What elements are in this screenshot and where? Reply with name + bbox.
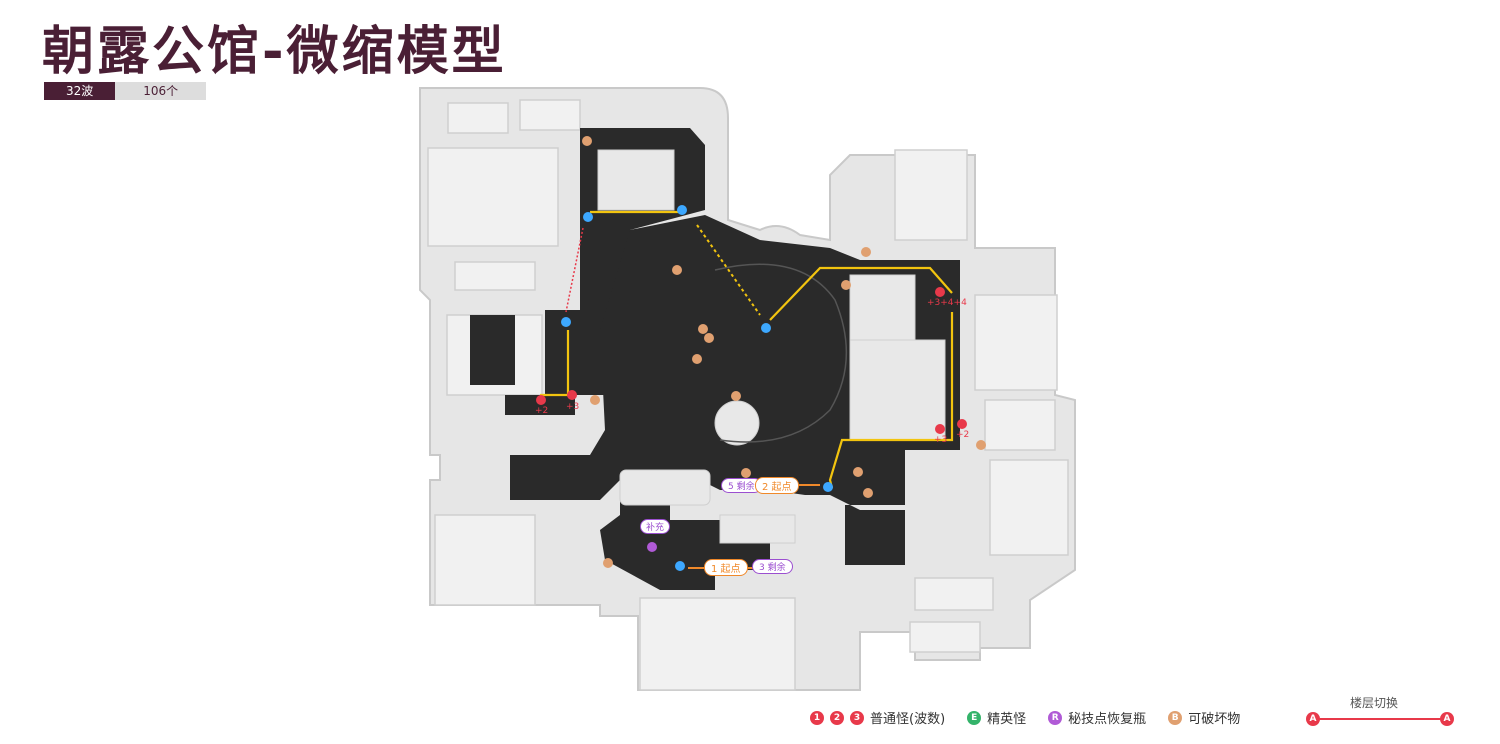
enemy-wave-label: +3 — [934, 435, 948, 445]
breakable-icon — [582, 136, 592, 146]
floor-switch-title: 楼层切换 — [1350, 696, 1399, 710]
breakable-icon — [863, 488, 873, 498]
enemy-wave-label: +2 — [535, 406, 549, 416]
inner-features — [597, 149, 946, 544]
legend-tech-label: 秘技点恢复瓶 — [1068, 712, 1147, 727]
rooms — [427, 99, 1069, 691]
garden-path — [714, 263, 848, 443]
legend-breakable-label: 可破坏物 — [1188, 712, 1241, 727]
start2-tag: 2 起点 — [755, 477, 799, 494]
normal-enemy-3-icon: 3 — [850, 710, 864, 725]
breakable-icon — [698, 324, 708, 334]
map-title: 朝露公馆-微缩模型 — [42, 22, 507, 82]
enemy-wave-label: +3 — [566, 402, 580, 412]
floor-switch-line — [1312, 718, 1448, 720]
technique-point-legend-icon: R — [1048, 710, 1063, 725]
breakable-icon — [704, 333, 714, 343]
enemy-icon — [957, 419, 967, 429]
normal-enemy-1-icon: 1 — [810, 710, 824, 725]
waves-badge: 32波 — [44, 82, 116, 100]
technique-point-icon — [647, 542, 657, 552]
route-jump-dotted — [696, 224, 761, 316]
player-marker-2 — [677, 205, 687, 215]
breakable-icon — [692, 354, 702, 364]
player-marker-3 — [561, 317, 571, 327]
player-markers — [561, 205, 833, 571]
player-marker-6 — [675, 561, 685, 571]
route — [540, 210, 954, 489]
player-marker-5 — [823, 482, 833, 492]
map-stats: 32波 106个 — [44, 82, 207, 100]
legend-elite-label: 精英怪 — [987, 712, 1027, 727]
supply-tag: 补充 — [640, 519, 671, 534]
enemies — [536, 287, 967, 434]
breakables — [582, 136, 986, 568]
player-marker-4 — [761, 323, 771, 333]
legend-normal-label: 普通怪(波数) — [870, 712, 946, 727]
floor-switch-start-icon: A — [1306, 712, 1320, 726]
dark-inner-room — [470, 315, 515, 385]
enemy-icon — [935, 287, 945, 297]
breakable-icon — [603, 558, 613, 568]
enemy-icon — [567, 390, 577, 400]
breakable-icon — [861, 247, 871, 257]
enemy-count-badge: 106个 — [115, 82, 207, 100]
enemy-icon — [935, 424, 945, 434]
floor-switch-end-icon: A — [1440, 712, 1454, 726]
enemy-icon — [536, 395, 546, 405]
breakable-icon — [672, 265, 682, 275]
remaining1-tag: 3 剩余 — [752, 559, 793, 574]
enemy-wave-label: +2 — [956, 430, 970, 440]
breakable-icon — [841, 280, 851, 290]
floor-switch-legend: A A — [1306, 712, 1454, 726]
breakable-icon — [731, 391, 741, 401]
normal-enemy-2-icon: 2 — [830, 710, 844, 725]
breakable-icon — [976, 440, 986, 450]
breakable-icon — [853, 467, 863, 477]
start1-tag: 1 起点 — [704, 559, 748, 576]
elite-enemy-icon: E — [967, 710, 982, 725]
legend: 1 2 3 普通怪(波数) E 精英怪 R 秘技点恢复瓶 B 可破坏物 — [810, 708, 1240, 727]
remaining2-tag: 5 剩余 — [721, 478, 762, 493]
breakable-icon — [741, 468, 751, 478]
breakable-icon — [590, 395, 600, 405]
player-marker-1 — [583, 212, 593, 222]
enemy-wave-label: +3+4+4 — [927, 298, 967, 308]
breakable-legend-icon: B — [1168, 710, 1183, 725]
